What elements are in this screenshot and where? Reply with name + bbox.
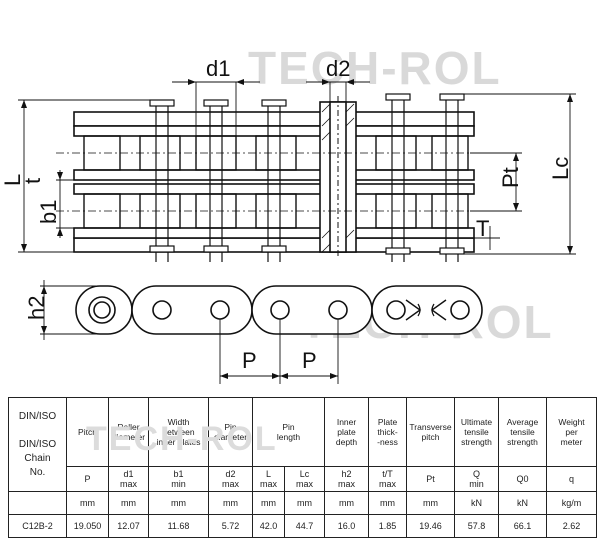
table-row: C12B-2 19.050 12.07 11.68 5.72 42.0 44.7… <box>8 514 598 538</box>
label-h2: h2 <box>24 296 49 320</box>
symbol-P: P <box>66 465 109 493</box>
value-cell: 12.07 <box>108 514 149 538</box>
value-cell: 16.0 <box>324 514 370 538</box>
label-d1: d1 <box>206 56 230 81</box>
value-cell: 19.050 <box>66 514 109 538</box>
unit-cell: mm <box>66 491 109 516</box>
label-Pt: Pt <box>498 167 523 188</box>
value-cell: 57.8 <box>454 514 500 538</box>
dimension-arrows-side <box>41 286 338 379</box>
unit-cell: mm <box>406 491 456 516</box>
table-unit-row: mm mm mm mm mm mm mm mm mm kN kN kg/m <box>8 491 598 516</box>
symbol-Pt: Pt <box>406 465 456 493</box>
chain-top-view <box>56 93 520 262</box>
label-L: L <box>0 174 25 186</box>
label-b1: b1 <box>36 200 61 224</box>
header-chain-no: DIN/ISO DIN/ISO Chain No. <box>8 396 67 493</box>
value-cell: 5.72 <box>208 514 253 538</box>
label-T: T <box>476 216 489 241</box>
unit-cell: mm <box>252 491 285 516</box>
header-pitch: Pitch <box>66 397 109 467</box>
dimension-lines-top <box>18 81 576 255</box>
symbol-Q0: Q0 <box>498 465 548 493</box>
unit-cell: mm <box>208 491 253 516</box>
unit-cell: mm <box>148 491 209 516</box>
value-cell: 1.85 <box>368 514 408 538</box>
value-cell: 42.0 <box>252 514 285 538</box>
value-cell: 11.68 <box>148 514 209 538</box>
unit-cell: kN <box>498 491 548 516</box>
unit-chain-no <box>8 491 67 516</box>
label-pitch-2: P <box>302 348 317 373</box>
label-pitch-1: P <box>242 348 257 373</box>
chain-number: C12B-2 <box>8 514 67 538</box>
value-cell: 44.7 <box>283 514 326 538</box>
unit-cell: kN <box>454 491 500 516</box>
unit-cell: mm <box>368 491 408 516</box>
symbol-q: q <box>546 465 598 493</box>
label-t: t <box>20 178 45 184</box>
dimension-arrows-top <box>21 79 573 254</box>
unit-cell: mm <box>324 491 370 516</box>
watermark-top: TECH-ROL <box>248 42 502 94</box>
unit-cell: mm <box>108 491 149 516</box>
chain-technical-drawing: TECH-ROL TECH-ROL <box>0 42 576 384</box>
unit-cell: kg/m <box>546 491 598 516</box>
chain-side-view <box>75 285 483 335</box>
unit-cell: mm <box>283 491 326 516</box>
value-cell: 2.62 <box>546 514 598 538</box>
value-cell: 19.46 <box>406 514 456 538</box>
label-Lc: Lc <box>548 157 573 180</box>
label-d2: d2 <box>326 56 350 81</box>
value-cell: 66.1 <box>498 514 548 538</box>
